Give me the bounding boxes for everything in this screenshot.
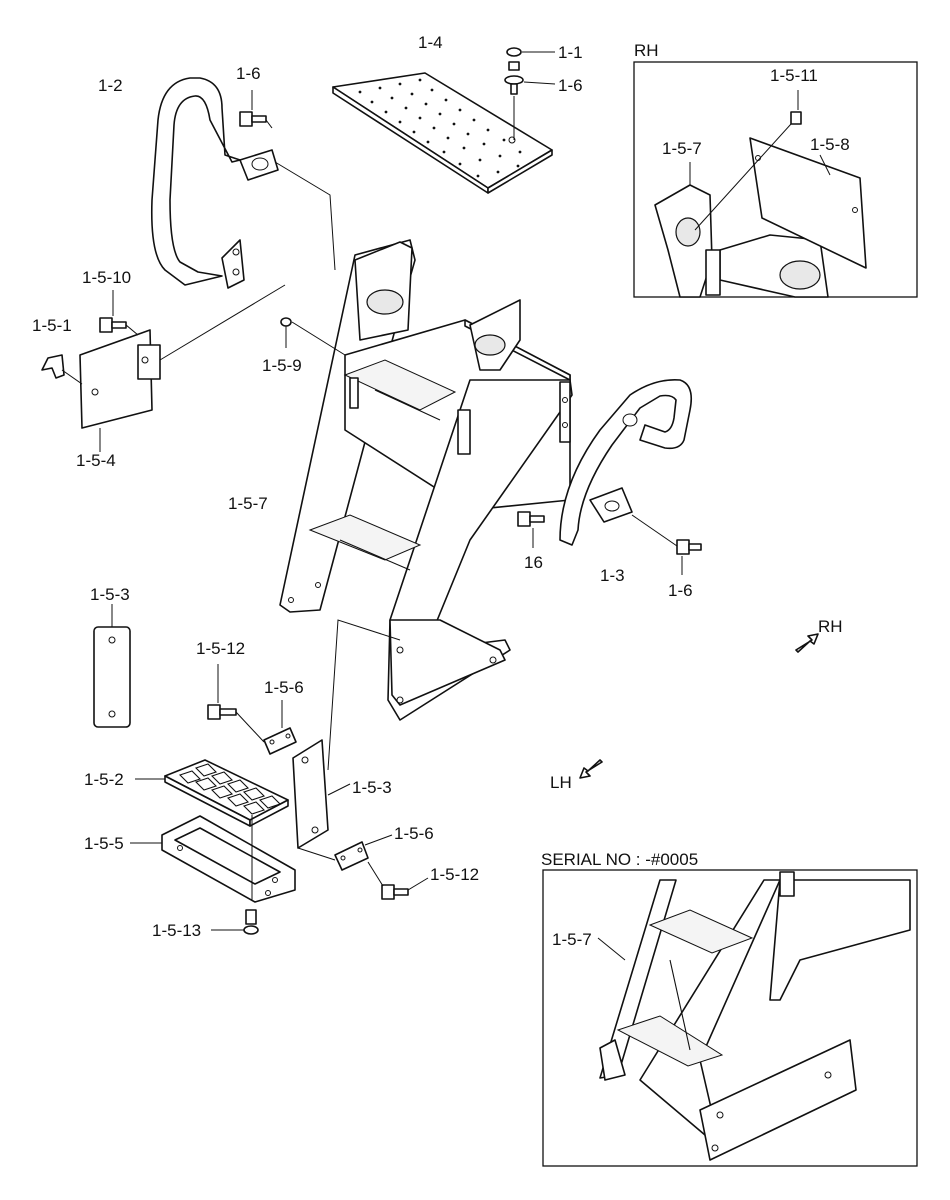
callout-1-5-6-bottom: 1-5-6 [394,824,434,843]
lh-direction-label: LH [550,773,572,792]
step-plate-1-4 [332,72,553,194]
callout-1-5-3-mid: 1-5-3 [352,778,392,797]
callout-1-5-11: 1-5-11 [770,66,818,85]
ladder-frame-1-5-7 [279,239,573,721]
callout-1-5-5: 1-5-5 [84,834,124,853]
callout-1-5-6-top: 1-5-6 [264,678,304,697]
callout-1-5-7-main: 1-5-7 [228,494,268,513]
bolt-16 [517,511,545,548]
bolt-cap-1-1 [504,47,556,140]
clip-1-5-1 [41,354,83,385]
callout-1-5-2: 1-5-2 [84,770,124,789]
bolt-1-5-10 [99,290,139,336]
callout-1-5-10: 1-5-10 [82,268,131,287]
callout-1-5-13: 1-5-13 [152,921,201,940]
rh-direction-label: RH [818,617,843,636]
plate-1-5-6-bottom [297,834,393,871]
handrail-1-3 [559,378,693,546]
rh-inset-box [633,61,918,298]
callout-1-6-left: 1-6 [236,64,261,83]
callout-1-6-top: 1-6 [558,76,583,95]
callout-1-5-7-rh: 1-5-7 [662,139,702,158]
serial-inset-box [542,869,918,1167]
callout-1-5-9: 1-5-9 [262,356,302,375]
callout-1-5-12-bottom: 1-5-12 [430,865,479,884]
lh-direction-arrow [579,759,603,779]
callout-1-5-1: 1-5-1 [32,316,72,335]
serial-inset-label: SERIAL NO : -#0005 [541,850,698,869]
callout-1-5-4: 1-5-4 [76,451,116,470]
callout-1-6-right: 1-6 [668,581,693,600]
step-bracket-1-5-5 [130,815,296,903]
cover-plate-1-5-4 [79,284,286,452]
callout-1-5-3-left: 1-5-3 [90,585,130,604]
rh-inset-label: RH [634,41,659,60]
bolt-1-6-right [631,514,702,575]
callout-1-5-7-serial: 1-5-7 [552,930,592,949]
handrail-1-2 [150,77,279,289]
strip-1-5-3-left [93,604,131,728]
bolt-1-5-12-top [207,664,265,743]
callout-1-3: 1-3 [600,566,625,585]
bolt-1-5-12-bottom [367,861,429,900]
callout-16: 16 [524,553,543,572]
callout-1-5-12-top: 1-5-12 [196,639,245,658]
plate-1-5-6-top [263,700,297,755]
bolt-1-5-13 [211,909,259,935]
tread-1-5-2 [135,759,289,827]
callout-1-5-8: 1-5-8 [810,135,850,154]
bolt-1-6-left [239,90,273,129]
callout-1-2: 1-2 [98,76,123,95]
pin-1-5-9 [280,317,346,356]
callout-1-4: 1-4 [418,33,443,52]
strip-1-5-3-mid [292,619,401,849]
rh-direction-arrow [795,633,819,653]
callout-1-1: 1-1 [558,43,583,62]
